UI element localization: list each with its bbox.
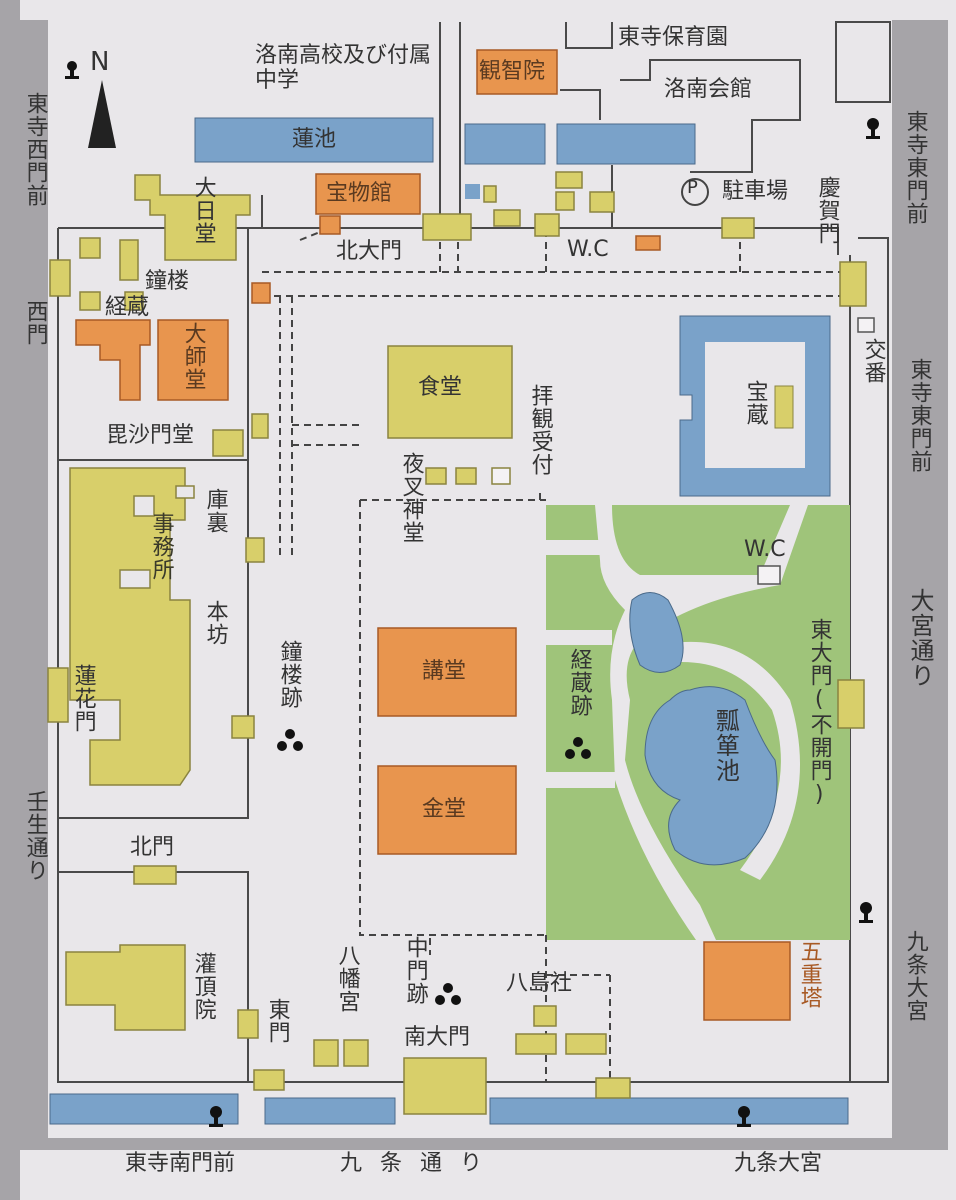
kita-daimon-label: 北大門 (336, 239, 403, 264)
kujo-dori-road (20, 1138, 948, 1150)
kanchiin-label: 観智院 (479, 59, 546, 84)
kanchoin-label: 灌頂院 (190, 952, 216, 1021)
kaikan-outline (560, 59, 801, 173)
shoro-label: 鐘楼 (145, 269, 190, 294)
street-east-station-top: 東寺東門前 (902, 110, 928, 225)
hasuike-pond (194, 117, 434, 163)
hozo-building (774, 385, 794, 429)
bus-stop-icon (65, 61, 79, 79)
street-kujo: 九条通り (340, 1151, 501, 1176)
hasuike-label: 蓮池 (292, 127, 337, 152)
hoikuen-outline (565, 22, 613, 49)
parking-symbol: P (687, 177, 698, 198)
honbo-label: 本坊 (202, 600, 228, 646)
orange-halls (75, 49, 791, 1021)
haikan-uketsuke-label: 拝観受付 (527, 384, 553, 476)
bus-stop-icons (209, 118, 880, 1127)
wc-north-label: W.C (567, 237, 609, 262)
street-kujo-omiya-bottom: 九条大宮 (734, 1151, 823, 1176)
temple-outer-wall (57, 228, 889, 1083)
north-road-lines (439, 22, 461, 228)
wc-garden-label: W.C (744, 537, 786, 562)
homotsukan-label: 宝物館 (326, 181, 393, 206)
hyotan-pond (644, 686, 778, 866)
shoro-ato-label: 鐘楼跡 (276, 640, 302, 709)
rengemon-label: 蓮花門 (70, 664, 96, 733)
koban-box (857, 317, 875, 333)
jimusho-label: 事務所 (148, 512, 174, 581)
yashajindo-label: 夜叉神堂 (398, 452, 424, 544)
bishamondo-label: 毘沙門堂 (106, 423, 195, 448)
wc-garden-box (757, 565, 781, 585)
hyotan-ike-label: 瓢箪池 (711, 708, 740, 783)
street-mibu: 壬生通り (22, 790, 48, 882)
north-pond-3 (556, 123, 696, 165)
kondo-label: 金堂 (422, 797, 467, 822)
keiga-mon-label: 慶賀門 (814, 176, 840, 245)
street-south-station: 東寺南門前 (125, 1151, 236, 1176)
yellow-buildings (47, 171, 867, 1115)
dainichido-label: 大日堂 (190, 176, 216, 245)
gojunoto-label: 五重塔 (796, 940, 822, 1009)
chumon-ato-label: 中門跡 (402, 936, 428, 1005)
hachimangu-label: 八幡宮 (334, 944, 360, 1013)
koban-label: 交番 (860, 338, 886, 384)
north-pond-2 (464, 123, 546, 165)
street-kujo-omiya-east: 九条大宮 (902, 930, 928, 1022)
kodo-label: 講堂 (422, 659, 467, 684)
tiny-pond (465, 184, 480, 199)
mibu-dori-road (20, 20, 48, 1145)
omiya-dori-road (892, 20, 948, 1145)
small-pond (629, 592, 684, 673)
higashimon-label: 東門 (264, 998, 290, 1044)
far-west-strip (0, 0, 20, 1200)
street-east-station-mid: 東寺東門前 (906, 358, 932, 473)
kitamon-label: 北門 (130, 835, 175, 860)
yashimasha-label: 八島社 (506, 971, 573, 996)
minami-daimon-label: 南大門 (404, 1025, 471, 1050)
higashi-daimon-label: 東大門(不開門) (806, 618, 832, 808)
walking-routes (262, 227, 840, 1082)
kyozo-ato-label: 経蔵跡 (566, 648, 592, 717)
hozo-label: 宝蔵 (742, 380, 768, 426)
south-moat-2 (264, 1097, 396, 1125)
street-omiya: 大宮通り (906, 588, 934, 688)
south-moat-3 (489, 1097, 849, 1125)
parking-label: 駐車場 (722, 179, 789, 204)
nishimon-label: 西門 (22, 300, 48, 346)
parking-circle (681, 178, 709, 206)
ruin-markers (277, 729, 591, 1005)
rakunan-kaikan-label: 洛南会館 (664, 77, 753, 102)
ne-corner-block (835, 21, 891, 103)
south-moat-1 (49, 1093, 239, 1125)
kuri-label: 庫裏 (202, 488, 228, 534)
street-west-station: 東寺西門前 (22, 92, 48, 207)
rakunan-school-label: 洛南高校及び付属中学 (255, 43, 432, 93)
north-label: N (90, 47, 110, 77)
jikido-label: 食堂 (418, 375, 463, 400)
hoikuen-label: 東寺保育園 (618, 25, 729, 50)
kyozo-west-label: 経蔵 (105, 295, 150, 320)
daishido-label: 大師堂 (180, 322, 206, 391)
north-arrow-icon (88, 80, 116, 148)
